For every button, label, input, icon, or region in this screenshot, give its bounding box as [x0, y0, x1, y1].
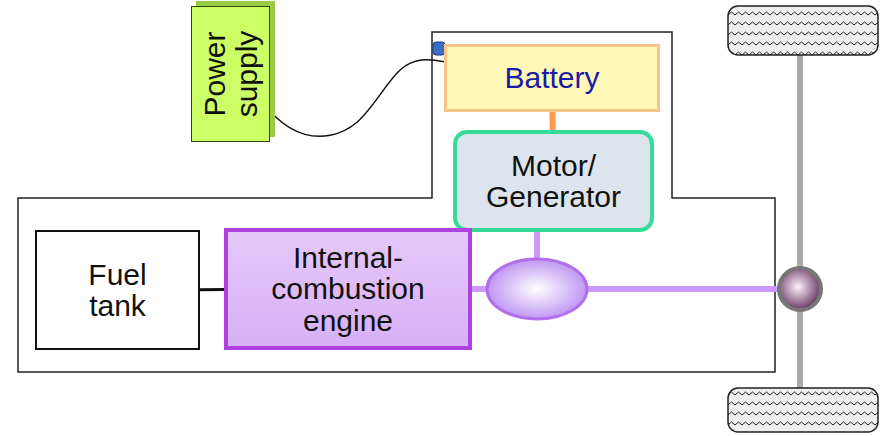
drive-shaft — [534, 232, 540, 260]
engine-box: Internal- combustion engine — [224, 228, 472, 350]
drive-shaft — [586, 286, 780, 292]
power-cable — [270, 60, 445, 137]
motor-generator-box: Motor/ Generator — [453, 130, 654, 232]
differential-hub — [779, 268, 821, 310]
tire — [728, 388, 878, 432]
battery-box: Battery — [444, 44, 660, 112]
node-label: Internal- combustion engine — [232, 242, 464, 337]
power-split-device — [487, 259, 587, 319]
node-label: Battery — [452, 62, 652, 94]
node-label: Fuel tank — [68, 259, 168, 322]
vehicle-body — [18, 32, 775, 372]
fuel-line — [200, 288, 224, 291]
tire — [728, 6, 878, 55]
axle — [797, 55, 803, 388]
node-label: Motor/ Generator — [461, 150, 646, 213]
fuel-tank-box: Fuel tank — [35, 230, 200, 350]
power-supply-box: Power supply — [191, 6, 270, 142]
battery-link — [549, 112, 555, 130]
node-label: Power supply — [199, 14, 262, 134]
